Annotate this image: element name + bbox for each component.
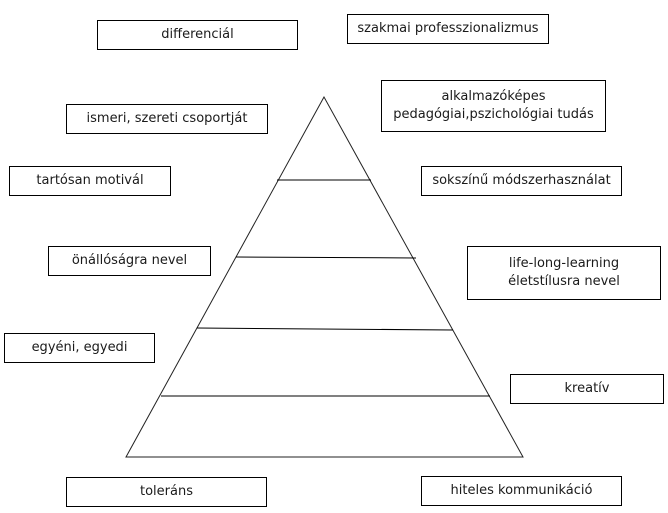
label-text: tartósan motivál [36,173,144,188]
label-text-line-2: pedagógiai,pszichológiai tudás [393,107,594,122]
label-text: hiteles kommunikáció [450,483,593,498]
label-text: kreatív [564,381,610,396]
label-text: szakmai professzionalizmus [357,21,539,36]
label-egyeni-egyedi: egyéni, egyedi [4,333,155,363]
label-text-line-1: alkalmazóképes [441,89,546,104]
label-text: ismeri, szereti csoportját [86,111,248,126]
label-text: önállóságra nevel [71,253,188,268]
pyramid-outline [125,95,524,458]
label-text: sokszínű módszerhasználat [432,173,611,188]
pyramid-level-divider-2 [235,256,417,259]
label-tolerans: toleráns [66,477,267,507]
label-text: differenciál [161,27,234,42]
label-differencial: differenciál [97,20,298,50]
label-alkalmazokepes-tudas: alkalmazóképes pedagógiai,pszichológiai … [381,80,606,132]
label-szakmai-professzionalizmus: szakmai professzionalizmus [347,14,549,44]
label-kreativ: kreatív [510,374,664,404]
label-text: egyéni, egyedi [31,340,128,355]
label-life-long-learning: life-long-learning életstílusra nevel [467,246,661,300]
label-ismeri-szereti-csoportjat: ismeri, szereti csoportját [66,104,268,134]
label-text-line-2: életstílusra nevel [508,274,620,289]
label-hiteles-kommunikacio: hiteles kommunikáció [421,476,622,506]
label-text-line-1: life-long-learning [508,256,620,271]
label-tartosan-motival: tartósan motivál [9,166,171,196]
label-sokszinu-modszerhasznalat: sokszínű módszerhasználat [421,166,622,196]
pyramid-level-divider-3 [196,327,454,331]
label-text: toleráns [140,484,193,499]
label-onallosagra-nevel: önállóságra nevel [48,246,211,276]
